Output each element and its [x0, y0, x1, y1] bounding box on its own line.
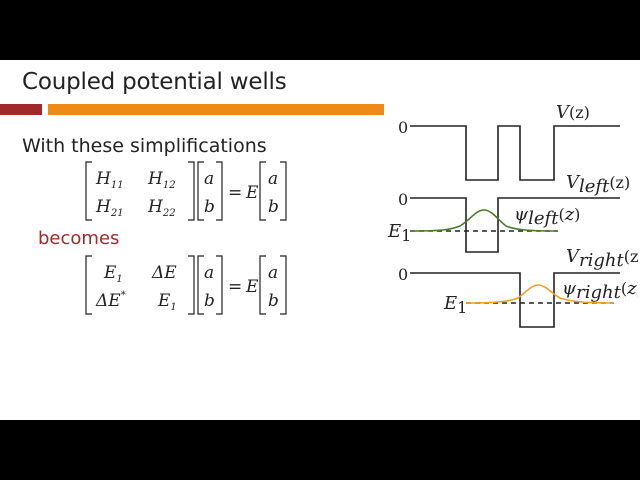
- matrix-equation-coupled: E1 ΔE ΔE* E1 a b = E a b: [85, 255, 287, 315]
- e1-right-label: E1: [443, 293, 467, 317]
- rhs-a: a: [268, 169, 278, 189]
- rhs-b: b: [268, 197, 279, 217]
- psi-left-wavefunction: [409, 209, 559, 232]
- e1-top: E1: [103, 263, 123, 285]
- energy-E: E: [245, 183, 259, 203]
- rhs-a: a: [268, 263, 278, 283]
- potential-wells-diagram: 0 V(z) 0 Vleft(z) ψleft(z) E1 0 Vright(z…: [387, 102, 638, 328]
- psi-left-label: ψleft(z): [514, 204, 580, 229]
- intro-text: With these simplifications: [22, 135, 267, 157]
- zero-label-bottom: 0: [398, 265, 408, 284]
- psi-right-label: ψright(z): [562, 278, 638, 303]
- vec-b: b: [204, 197, 215, 217]
- h12: H12: [147, 169, 176, 191]
- rhs-b: b: [268, 291, 279, 311]
- delta-e: ΔE: [151, 263, 177, 283]
- h21: H21: [95, 197, 124, 219]
- zero-label-middle: 0: [398, 190, 408, 209]
- vec-a: a: [204, 169, 214, 189]
- v-z-label: V(z): [556, 102, 590, 123]
- slide-title: Coupled potential wells: [22, 69, 287, 95]
- equals-sign: =: [228, 183, 242, 203]
- right-well-potential: [410, 272, 620, 328]
- vec-b: b: [204, 291, 215, 311]
- left-well-potential: [410, 197, 620, 253]
- energy-E: E: [245, 277, 259, 297]
- e1-bottom: E1: [157, 291, 177, 313]
- title-underline-orange: [48, 104, 384, 115]
- delta-e-conj: ΔE*: [95, 290, 126, 311]
- h22: H22: [147, 197, 176, 219]
- double-well-potential: [410, 125, 620, 181]
- v-left-label: Vleft(z): [566, 172, 630, 197]
- psi-right-wavefunction: [465, 284, 615, 304]
- h11: H11: [95, 169, 124, 191]
- equals-sign: =: [228, 277, 242, 297]
- v-right-label: Vright(z): [566, 246, 638, 271]
- zero-label-top: 0: [398, 118, 408, 137]
- vec-a: a: [204, 263, 214, 283]
- matrix-equation-hamiltonian: H11 H12 H21 H22 a b = E a b: [85, 161, 287, 221]
- e1-left-label: E1: [387, 221, 411, 245]
- title-underline-red: [0, 104, 42, 115]
- slide: Coupled potential wells With these simpl…: [0, 60, 640, 420]
- becomes-label: becomes: [38, 228, 120, 249]
